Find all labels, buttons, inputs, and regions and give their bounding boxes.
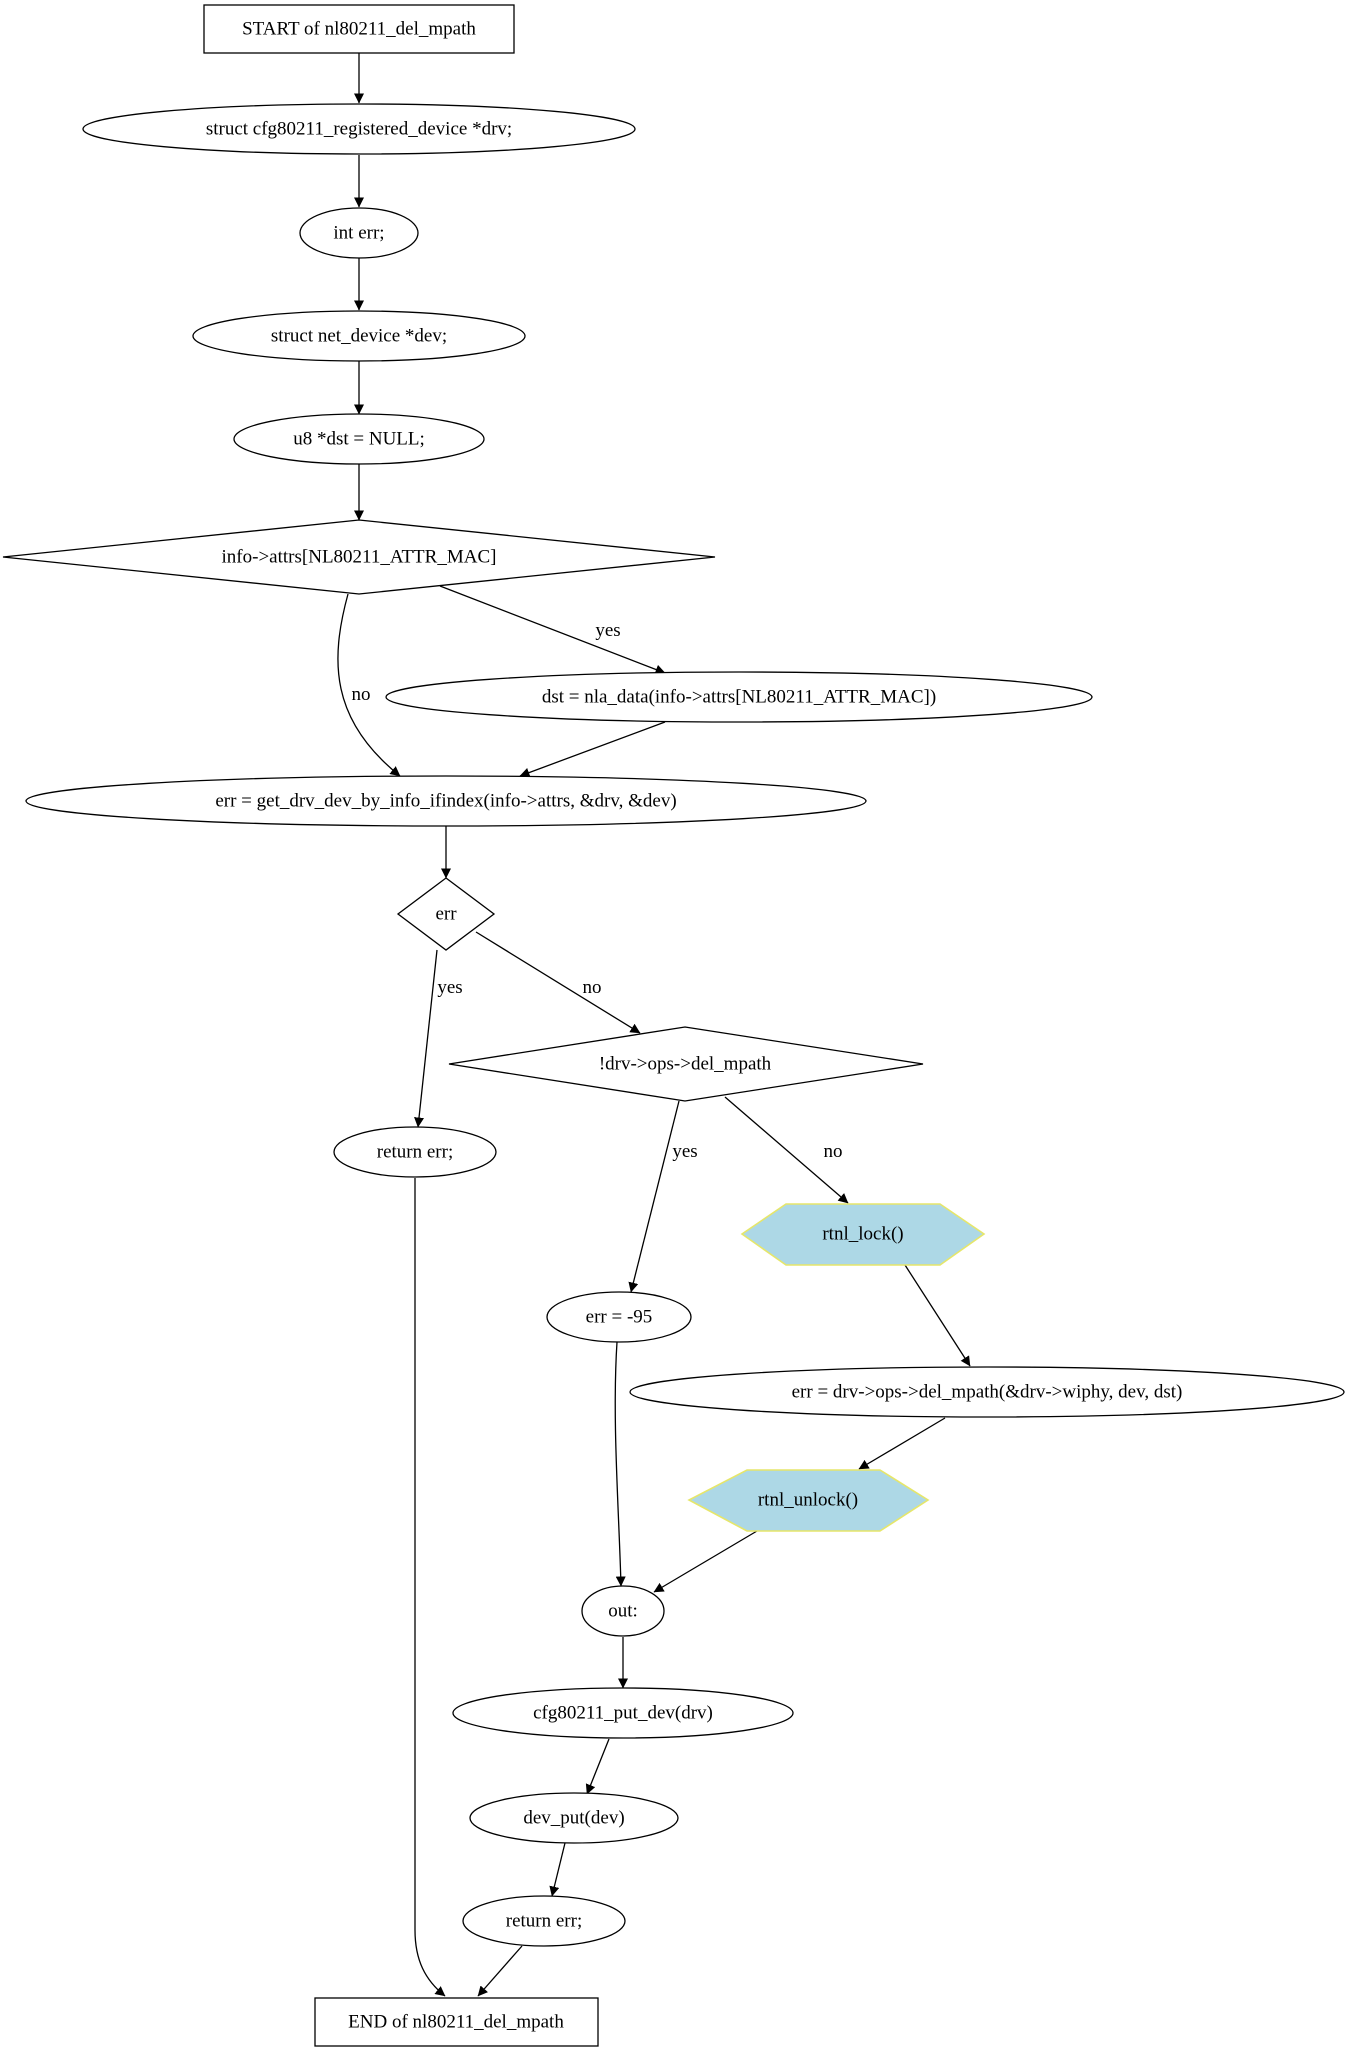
- edge-label-del-mpath-no: no: [824, 1141, 843, 1162]
- edge-attr-mac-no: [337, 593, 401, 777]
- node-start: START of nl80211_del_mpath: [203, 4, 515, 54]
- edge-err-yes: [414, 949, 438, 1128]
- edge-assign-eopnotsupp-to-out: [614, 1341, 626, 1587]
- edge-err-no: [475, 931, 641, 1034]
- node-return-err-early: return err;: [333, 1126, 497, 1178]
- edge-rtnl-lock-to-call-del-mpath: [904, 1264, 971, 1367]
- svg-text:err = drv->ops->del_mpath(&drv: err = drv->ops->del_mpath(&drv->wiphy, d…: [792, 1382, 1183, 1403]
- node-assign-eopnotsupp: err = -95: [546, 1291, 692, 1343]
- svg-text:int err;: int err;: [333, 223, 384, 244]
- node-cond-del-mpath: !drv->ops->del_mpath: [448, 1026, 924, 1102]
- edge-label-attr-mac-no: no: [352, 684, 371, 705]
- node-decl-err: int err;: [299, 207, 419, 259]
- node-call-del-mpath: err = drv->ops->del_mpath(&drv->wiphy, d…: [629, 1366, 1345, 1418]
- svg-text:END of nl80211_del_mpath: END of nl80211_del_mpath: [348, 2012, 564, 2033]
- node-return-err-final: return err;: [462, 1895, 626, 1947]
- svg-text:cfg80211_put_dev(drv): cfg80211_put_dev(drv): [533, 1703, 713, 1724]
- node-decl-dst: u8 *dst = NULL;: [233, 413, 485, 465]
- nodes: START of nl80211_del_mpath struct cfg802…: [2, 4, 1345, 2047]
- edge-rtnl-unlock-to-out: [653, 1530, 758, 1593]
- node-get-drv-dev: err = get_drv_dev_by_info_ifindex(info->…: [25, 775, 867, 827]
- edge-assign-dst-to-get-drv-dev: [519, 721, 666, 778]
- svg-text:struct cfg80211_registered_dev: struct cfg80211_registered_device *drv;: [206, 119, 512, 140]
- svg-text:rtnl_unlock(): rtnl_unlock(): [758, 1490, 858, 1511]
- edge-return-final-to-end: [477, 1945, 523, 1997]
- edge-attr-mac-yes: [439, 585, 666, 675]
- edge-put-dev-to-return-final: [549, 1842, 566, 1897]
- svg-text:dev_put(dev): dev_put(dev): [523, 1808, 624, 1829]
- node-put-drv: cfg80211_put_dev(drv): [452, 1687, 794, 1739]
- node-cond-err: err: [396, 877, 496, 951]
- node-assign-dst: dst = nla_data(info->attrs[NL80211_ATTR_…: [385, 671, 1093, 723]
- edge-return-early-to-end: [414, 1178, 446, 1997]
- edge-label-err-yes: yes: [437, 977, 462, 998]
- svg-text:START of nl80211_del_mpath: START of nl80211_del_mpath: [242, 19, 476, 40]
- edges: [337, 53, 971, 1997]
- node-put-dev: dev_put(dev): [469, 1792, 679, 1844]
- node-decl-dev: struct net_device *dev;: [192, 310, 526, 362]
- svg-text:struct net_device *dev;: struct net_device *dev;: [271, 326, 447, 347]
- svg-text:err: err: [435, 904, 457, 925]
- node-cond-attr-mac: info->attrs[NL80211_ATTR_MAC]: [2, 519, 716, 595]
- edge-put-drv-to-put-dev: [585, 1738, 610, 1795]
- edge-labels: yes no yes no yes no: [352, 620, 843, 1162]
- edge-label-del-mpath-yes: yes: [672, 1141, 697, 1162]
- node-rtnl-lock: rtnl_lock(): [740, 1203, 986, 1266]
- svg-text:!drv->ops->del_mpath: !drv->ops->del_mpath: [599, 1054, 772, 1075]
- node-label-out: out:: [581, 1585, 665, 1637]
- svg-text:info->attrs[NL80211_ATTR_MAC]: info->attrs[NL80211_ATTR_MAC]: [222, 547, 497, 568]
- svg-text:return err;: return err;: [506, 1911, 582, 1932]
- svg-text:rtnl_lock(): rtnl_lock(): [822, 1224, 903, 1245]
- edge-del-mpath-yes: [628, 1100, 680, 1293]
- svg-text:err = -95: err = -95: [586, 1307, 653, 1328]
- svg-text:u8 *dst = NULL;: u8 *dst = NULL;: [293, 429, 425, 450]
- svg-text:err = get_drv_dev_by_info_ifin: err = get_drv_dev_by_info_ifindex(info->…: [215, 791, 676, 812]
- svg-text:return err;: return err;: [377, 1142, 453, 1163]
- edge-del-mpath-no: [724, 1096, 849, 1204]
- svg-text:dst = nla_data(info->attrs[NL8: dst = nla_data(info->attrs[NL80211_ATTR_…: [542, 687, 936, 708]
- node-decl-drv: struct cfg80211_registered_device *drv;: [82, 103, 636, 155]
- node-rtnl-unlock: rtnl_unlock(): [687, 1469, 930, 1532]
- edge-call-del-mpath-to-rtnl-unlock: [858, 1417, 946, 1470]
- edge-label-err-no: no: [583, 977, 602, 998]
- svg-text:out:: out:: [608, 1601, 638, 1622]
- edge-label-attr-mac-yes: yes: [595, 620, 620, 641]
- node-end: END of nl80211_del_mpath: [314, 1997, 599, 2047]
